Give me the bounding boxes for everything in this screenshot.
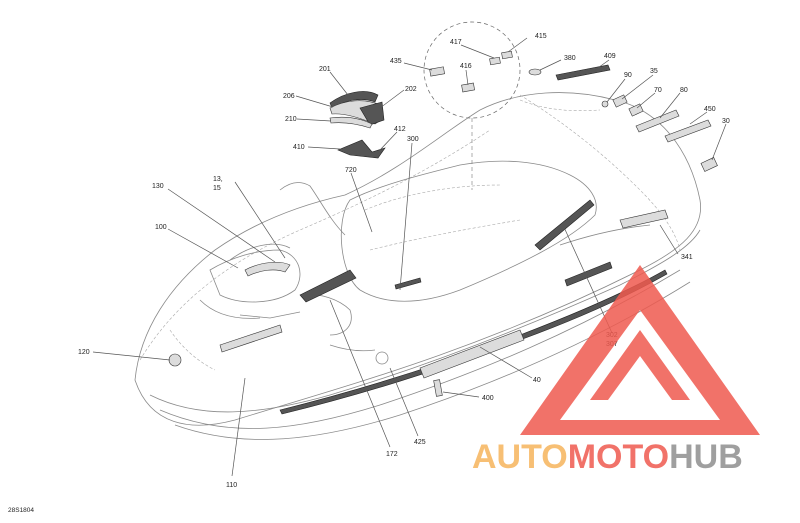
watermark-logo: AUTOMOTOHUB bbox=[472, 265, 760, 476]
callout-416: 416 bbox=[460, 63, 472, 70]
callout-720: 720 bbox=[345, 167, 357, 174]
callout-172: 172 bbox=[386, 451, 398, 458]
callout-130: 130 bbox=[152, 183, 164, 190]
callout-40: 40 bbox=[533, 377, 541, 384]
small-warning-decal bbox=[433, 379, 443, 397]
diagram-code: 28S1804 bbox=[8, 507, 34, 514]
decal-210 bbox=[329, 116, 373, 129]
front-badge-decal bbox=[168, 353, 182, 367]
callout-206: 206 bbox=[283, 93, 295, 100]
watermark-hub: HUB bbox=[669, 438, 743, 476]
callout-450: 450 bbox=[704, 106, 716, 113]
zoom-circle bbox=[423, 21, 521, 119]
callout-400: 400 bbox=[482, 395, 494, 402]
decal-416 bbox=[501, 50, 513, 60]
callout-425: 425 bbox=[414, 439, 426, 446]
callout-435: 435 bbox=[390, 58, 402, 65]
side-panel-decal bbox=[534, 199, 595, 251]
decal-410 bbox=[337, 139, 386, 159]
rear-side-decal bbox=[564, 261, 613, 287]
seat-decal bbox=[394, 277, 422, 290]
callout-300: 300 bbox=[407, 136, 419, 143]
decal-417 bbox=[489, 56, 501, 66]
fender-decal bbox=[299, 269, 357, 303]
callout-110: 110 bbox=[226, 482, 237, 489]
leader-lines bbox=[92, 37, 727, 477]
callout-90: 90 bbox=[624, 72, 632, 79]
decal-70 bbox=[628, 103, 644, 117]
callout-417: 417 bbox=[450, 39, 462, 46]
hull-decals bbox=[168, 199, 669, 415]
exploded-decals-left bbox=[329, 91, 386, 159]
watermark-auto: AUTO bbox=[472, 438, 568, 476]
side-logo-decal bbox=[419, 329, 525, 379]
decal-450 bbox=[664, 119, 712, 143]
callout-35: 35 bbox=[650, 68, 658, 75]
decal-435 bbox=[429, 66, 445, 77]
decal-380 bbox=[528, 68, 542, 76]
decal-415 bbox=[461, 82, 475, 93]
svg-text:AUTOMOTOHUB: AUTOMOTOHUB bbox=[472, 438, 743, 476]
callout-15: 15 bbox=[213, 185, 221, 192]
callout-13: 13, bbox=[213, 176, 223, 183]
hood-decal bbox=[244, 261, 291, 277]
callout-380: 380 bbox=[564, 55, 576, 62]
callout-341: 341 bbox=[681, 254, 693, 261]
callout-70: 70 bbox=[654, 87, 662, 94]
decal-202 bbox=[359, 101, 385, 126]
decal-409 bbox=[555, 64, 611, 81]
callout-30: 30 bbox=[722, 118, 730, 125]
zoom-detail bbox=[423, 21, 521, 190]
callout-412: 412 bbox=[394, 126, 406, 133]
decal-30 bbox=[700, 157, 718, 172]
callout-80: 80 bbox=[680, 87, 688, 94]
callout-201: 201 bbox=[319, 66, 331, 73]
decal-80 bbox=[635, 109, 680, 133]
watermark-triangle-icon bbox=[520, 265, 760, 435]
decal-90 bbox=[601, 100, 609, 108]
callout-100: 100 bbox=[155, 224, 167, 231]
callout-410: 410 bbox=[293, 144, 305, 151]
watermark-moto: MOTO bbox=[568, 438, 669, 476]
callout-210: 210 bbox=[285, 116, 297, 123]
rear-model-decal bbox=[619, 209, 669, 229]
callout-415: 415 bbox=[535, 33, 547, 40]
callout-409: 409 bbox=[604, 53, 616, 60]
callout-202: 202 bbox=[405, 86, 417, 93]
nose-logo-decal bbox=[219, 324, 283, 353]
callout-120: 120 bbox=[78, 349, 90, 356]
